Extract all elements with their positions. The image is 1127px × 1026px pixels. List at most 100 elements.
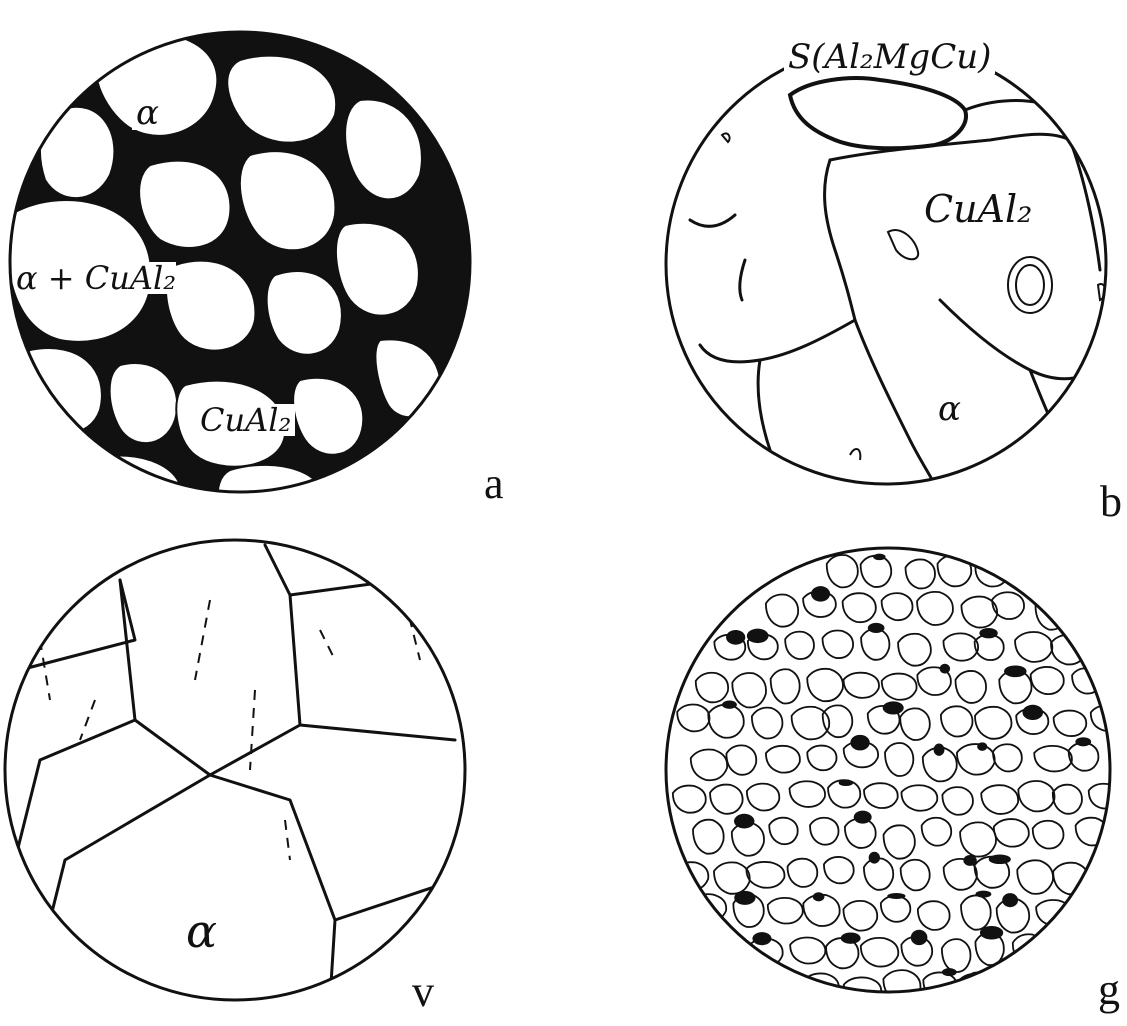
- label-a-alpha-cual2: α + CuAl₂: [16, 262, 176, 294]
- grain-boundary: [844, 673, 879, 698]
- grain-boundary: [677, 704, 709, 731]
- grain-boundary: [785, 632, 814, 659]
- panel-letter-a: a: [484, 462, 504, 506]
- grain-boundary: [824, 857, 854, 883]
- precipitate-particle: [734, 814, 754, 829]
- grain-boundary: [906, 559, 935, 588]
- grain-boundary: [768, 898, 803, 924]
- precipitate-particle: [934, 744, 945, 756]
- grain-boundary: [766, 595, 798, 627]
- precipitate-particle: [911, 930, 928, 945]
- grain-boundary: [922, 818, 952, 846]
- grain-boundary: [732, 673, 766, 707]
- precipitate-particle: [873, 554, 885, 561]
- grain-boundary: [766, 746, 800, 773]
- grain-boundary: [790, 938, 825, 964]
- grain-boundary: [788, 859, 818, 887]
- panel-letter-g: g: [1098, 968, 1120, 1012]
- grain-boundary: [942, 787, 973, 815]
- grain-boundary: [901, 785, 937, 811]
- grain-boundary: [823, 630, 854, 658]
- grain-boundary: [918, 901, 950, 930]
- precipitate-particle: [940, 664, 950, 674]
- grain-boundary: [752, 708, 783, 739]
- precipitate-particle: [1002, 893, 1018, 907]
- grain-boundary: [714, 862, 750, 893]
- grain-boundary: [1113, 745, 1127, 778]
- grain-boundary: [996, 975, 1029, 1002]
- grain-boundary: [696, 673, 728, 703]
- grain-boundary: [884, 825, 915, 858]
- grain-boundary: [864, 858, 893, 889]
- micrograph-v: [5, 540, 465, 1000]
- precipitate-particle: [883, 701, 904, 714]
- precipitate-particle: [989, 855, 1011, 865]
- grain-boundary: [827, 555, 858, 587]
- grain-boundary: [1031, 667, 1064, 694]
- precipitate-particle: [1075, 737, 1091, 746]
- grain-boundary: [1018, 781, 1054, 811]
- grain-boundary: [708, 705, 744, 738]
- grain-boundary: [746, 862, 784, 888]
- precipitate-particle: [1004, 665, 1027, 677]
- panel-letter-b: b: [1100, 480, 1122, 524]
- grain-boundary: [1070, 901, 1105, 935]
- label-v-alpha: α: [186, 908, 217, 954]
- grain-boundary: [771, 669, 800, 703]
- grain-boundary: [1015, 632, 1052, 662]
- precipitate-particle: [868, 623, 885, 633]
- precipitate-particle: [734, 891, 755, 905]
- grain-boundary: [975, 707, 1011, 739]
- grain-boundary: [673, 786, 706, 813]
- grain-boundary: [726, 745, 756, 774]
- grain-boundary: [767, 972, 801, 998]
- grain-boundary: [898, 634, 931, 666]
- precipitate-particle: [979, 628, 997, 638]
- grain-boundary: [882, 674, 917, 700]
- grain-boundary: [955, 671, 986, 703]
- precipitate-particle: [1043, 594, 1059, 601]
- grain-boundary: [882, 593, 913, 620]
- micrograph-g: [666, 548, 1127, 1008]
- grain-boundary: [691, 749, 727, 780]
- grain-boundary: [975, 635, 1004, 660]
- grain-boundary: [843, 901, 877, 931]
- precipitate-particle: [752, 932, 771, 945]
- grain-boundary: [1054, 934, 1083, 966]
- grain-boundary: [710, 785, 743, 814]
- grain-boundary: [807, 746, 836, 771]
- grain-boundary: [1034, 746, 1072, 772]
- grain-boundary: [961, 895, 991, 929]
- grain-boundary: [900, 708, 930, 740]
- grain-boundary: [917, 592, 953, 625]
- grain-boundary: [807, 669, 843, 701]
- grain-boundary: [981, 785, 1018, 814]
- precipitate-particle: [722, 701, 737, 709]
- grain-boundary: [901, 860, 930, 891]
- grain-boundary: [994, 819, 1029, 847]
- precipitate-particle: [887, 893, 905, 899]
- grain-boundary: [1035, 596, 1066, 630]
- grain-boundary: [1033, 821, 1064, 849]
- grain-boundary: [1114, 824, 1127, 852]
- panel-letter-v: v: [412, 970, 434, 1014]
- grain-boundary: [861, 629, 889, 660]
- precipitate-particle: [975, 891, 991, 898]
- grain-boundary: [881, 896, 911, 922]
- grain-boundary: [941, 706, 973, 736]
- precipitate-particle: [747, 629, 769, 643]
- grain-boundary: [747, 784, 779, 811]
- grain-boundary: [861, 556, 892, 587]
- precipitate-particle: [980, 926, 1003, 940]
- grain-boundary: [861, 938, 898, 967]
- precipitate-particle: [841, 932, 861, 943]
- precipitate-particle: [811, 586, 830, 602]
- precipitate-particle: [726, 630, 745, 645]
- grain-boundary: [1088, 856, 1123, 890]
- grain-boundary: [693, 820, 724, 854]
- grain-boundary: [1069, 743, 1099, 771]
- label-a-alpha: α: [132, 96, 163, 130]
- precipitate-particle: [869, 852, 880, 864]
